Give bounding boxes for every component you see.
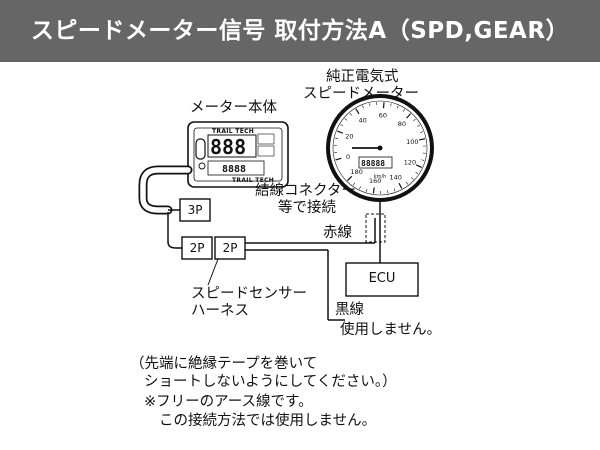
title-bar <box>0 0 600 62</box>
speedometer-tick-label: 60 <box>379 112 387 120</box>
sensor-harness-label-2: ハーネス <box>191 303 249 319</box>
speedometer-minor-tick <box>413 118 416 122</box>
speedometer-minor-tick <box>402 109 405 112</box>
wires <box>207 176 381 321</box>
meter-brand-bottom: TRAIL TECH <box>232 177 275 184</box>
speedometer-minor-tick <box>396 105 399 109</box>
ecu-box <box>345 262 419 297</box>
ecu-label: ECU <box>368 271 396 286</box>
red-wire-label: 赤線 <box>323 225 352 241</box>
meter-indicator-icon <box>198 162 206 170</box>
speedometer-major-tick <box>337 130 344 134</box>
connection-box <box>365 213 386 243</box>
speedometer-major-tick <box>398 182 403 189</box>
speedometer-minor-tick <box>340 124 344 127</box>
speedometer-tick-label: 40 <box>359 116 367 124</box>
connector-3p <box>179 198 211 222</box>
speedometer-minor-tick <box>420 131 424 133</box>
speedometer-minor-tick <box>365 188 368 192</box>
note-line-2: ショートしないようにしてください。） <box>144 374 397 390</box>
speedometer-tick-label: 180 <box>350 168 362 176</box>
genuine-speedometer-label-1: 純正電気式 <box>326 69 399 85</box>
speedometer-odometer <box>358 156 393 169</box>
page-title: スピードメーター信号 取付方法A（SPD,GEAR） <box>30 18 570 44</box>
black-wire-label: 黒線 <box>335 302 364 318</box>
speedometer-major-tick <box>347 175 353 181</box>
svg-text:88888: 88888 <box>361 159 385 168</box>
speedometer-major-tick <box>419 138 426 141</box>
speedometer-minor-tick <box>349 112 353 116</box>
sensor-harness-label-1: スピードセンサー <box>191 286 307 302</box>
meter-sub-digits: 8888 <box>222 164 246 175</box>
speedometer-minor-tick <box>362 105 364 109</box>
harness-pointer <box>207 258 219 286</box>
meter-main-display <box>207 134 257 158</box>
speedometer-major-tick <box>355 108 360 115</box>
speedometer-minor-tick <box>352 182 356 186</box>
speedometer-minor-tick <box>359 186 361 190</box>
note-line-4: この接続方法では使用しません。 <box>159 413 377 429</box>
speedometer-tick-label: 160 <box>369 177 381 185</box>
speedometer-minor-tick <box>405 181 409 185</box>
meter-brand-top: TRAIL TECH <box>212 128 255 135</box>
speedometer-major-tick <box>406 113 412 119</box>
speedometer-minor-tick <box>393 188 396 192</box>
meter-harness <box>138 165 193 249</box>
connector-2p-left-label: 2P <box>189 241 205 255</box>
meter-body-label: メーター本体 <box>190 100 277 116</box>
connector-3p-label: 3P <box>187 203 203 217</box>
speedometer-minor-tick <box>344 118 348 121</box>
meter-button-icon <box>195 138 206 160</box>
speedometer-major-tick <box>382 102 385 109</box>
connector-2p-left <box>181 236 213 260</box>
speedometer-minor-tick <box>387 190 389 194</box>
meter-digits: 888 <box>210 135 246 159</box>
speedometer-tick-label: 20 <box>345 132 353 140</box>
note-line-1: （先端に絶縁テープを巻いて <box>130 356 318 372</box>
speedometer-unit: km/h <box>374 174 387 180</box>
speedometer-major-tick <box>415 164 422 168</box>
speedometer-major-tick <box>372 187 375 194</box>
connector-2p-right <box>214 236 246 260</box>
speedometer-tick-label: 120 <box>404 158 416 166</box>
speedometer-tick-label: 140 <box>389 174 401 182</box>
speedometer-major-tick <box>335 157 342 161</box>
not-used-label: 使用しません。 <box>340 322 442 338</box>
speedometer-minor-tick <box>421 159 425 161</box>
speedometer-minor-tick <box>390 103 392 107</box>
connector-label-1: 結線コネクター <box>255 183 356 199</box>
note-line-3: ※フリーのアース線です。 <box>144 394 313 410</box>
speedometer-tick-label: 0 <box>346 153 350 161</box>
speedometer-minor-tick <box>415 171 419 175</box>
speedometer-tick-label: 100 <box>406 138 418 146</box>
genuine-speedometer-label-2: スピードメーター <box>303 86 419 102</box>
speedometer-minor-tick <box>411 177 414 180</box>
connector-2p-right-label: 2P <box>222 241 238 255</box>
speedometer-minor-tick <box>417 124 420 127</box>
connector-label-2: 等で接続 <box>278 200 336 216</box>
meter-unit: 888 8888 <box>187 121 289 188</box>
speedometer-minor-tick <box>335 137 339 139</box>
speedometer-minor-tick <box>369 103 371 107</box>
speedometer-tick-label: 80 <box>398 120 406 128</box>
meter-sub-display <box>207 160 265 176</box>
